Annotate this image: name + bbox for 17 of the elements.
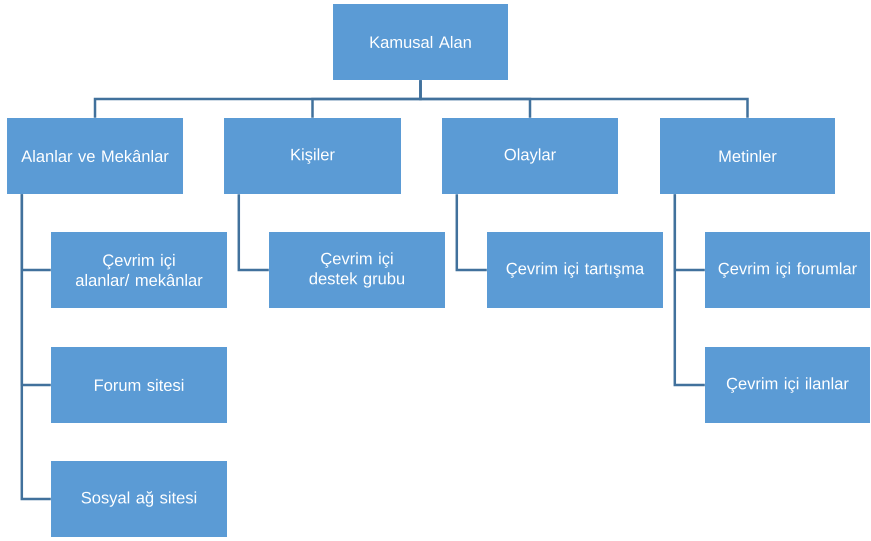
org-box: Çevrim içi forumlar <box>705 232 870 308</box>
connector-line <box>419 80 749 118</box>
org-box: Çevrim içi ilanlar <box>705 347 870 423</box>
org-box: Kamusal Alan <box>333 4 508 80</box>
connector-line <box>238 194 269 272</box>
org-box: Sosyal ağ sitesi <box>51 460 227 537</box>
connector-line <box>674 194 705 386</box>
org-box: Çevrim içi destek grubu <box>269 232 445 308</box>
org-box: Kişiler <box>224 118 401 194</box>
org-box: Alanlar ve Mekânlar <box>7 118 183 194</box>
org-box: Forum sitesi <box>51 347 227 423</box>
connector-line <box>20 194 51 500</box>
org-box: Metinler <box>660 118 835 194</box>
connector-line <box>456 194 487 272</box>
org-box: Çevrim içi alanlar/ mekânlar <box>51 232 227 308</box>
org-box: Olaylar <box>442 118 618 194</box>
org-box: Çevrim içi tartışma <box>487 232 663 308</box>
